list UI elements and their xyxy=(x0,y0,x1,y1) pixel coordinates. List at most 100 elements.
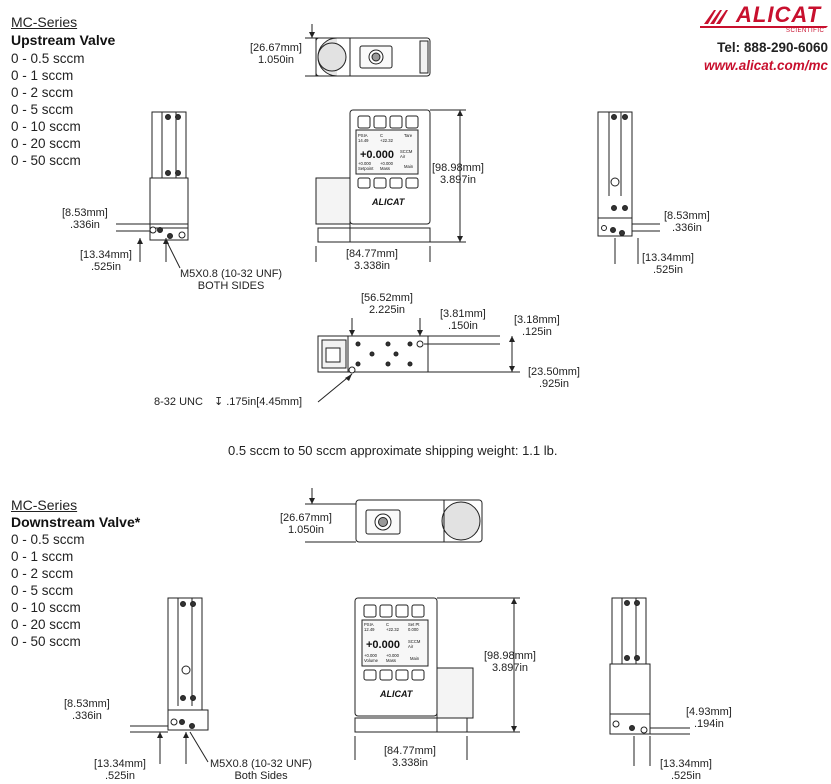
dim-in: .125in xyxy=(521,326,552,338)
dim-left-depth: [13.34mm] .525in xyxy=(80,249,132,273)
dim-mm: [56.52mm] xyxy=(361,292,413,304)
dim-mm: [3.18mm] xyxy=(514,314,560,326)
dim-mm: [26.67mm] xyxy=(280,512,332,524)
lcd-value: +22.32 xyxy=(386,627,400,632)
dim-in: .525in xyxy=(90,261,121,273)
website-link[interactable]: www.alicat.com/mc xyxy=(703,58,828,73)
dim-bottom-hole: [3.81mm] .150in xyxy=(440,308,486,332)
lcd-unit: SCCM xyxy=(408,639,421,644)
depth-symbol-icon: ↧ xyxy=(213,396,224,408)
dim-in: .336in xyxy=(671,222,702,234)
ds-dim-width: [84.77mm] 3.338in xyxy=(384,745,436,769)
downstream-series-title: MC-Series xyxy=(11,497,78,513)
lcd-value: +0.000 xyxy=(380,161,394,166)
range-item: 0 - 20 sccm xyxy=(11,136,81,151)
lcd-label: PSIA xyxy=(358,133,368,138)
ds-dim-left-port: [8.53mm] .336in xyxy=(64,698,110,722)
dim-mm: [8.53mm] xyxy=(64,698,110,710)
dim-mm: [84.77mm] xyxy=(346,248,398,260)
dim-mm: [13.34mm] xyxy=(80,249,132,261)
dim-mm: [98.98mm] xyxy=(484,650,536,662)
dim-top-height: [26.67mm] 1.050in xyxy=(250,42,302,66)
upstream-valve-title: Upstream Valve xyxy=(11,32,116,48)
dim-mm: [4.93mm] xyxy=(686,706,732,718)
lcd-value: 12.49 xyxy=(364,627,375,632)
dim-mm: [26.67mm] xyxy=(250,42,302,54)
dim-mm: [13.34mm] xyxy=(642,252,694,264)
ds-dim-left-depth: [13.34mm] .525in xyxy=(94,758,146,782)
thread-callout: M5X0.8 (10-32 UNF) BOTH SIDES xyxy=(180,268,282,292)
mount-depth: .175in[4.45mm] xyxy=(226,396,303,408)
lcd-value: +0.000 xyxy=(386,653,400,658)
dim-height: [98.98mm] 3.897in xyxy=(432,162,484,186)
lcd-value: 0.000 xyxy=(408,627,419,632)
range-item: 0 - 0.5 sccm xyxy=(11,532,85,547)
dim-in: .525in xyxy=(652,264,683,276)
lcd-main-reading: +0.000 xyxy=(366,639,400,651)
dim-mm: [8.53mm] xyxy=(62,207,108,219)
range-item: 0 - 50 sccm xyxy=(11,634,81,649)
lcd-label: Mass xyxy=(380,166,390,171)
range-item: 0 - 50 sccm xyxy=(11,153,81,168)
downstream-valve-title: Downstream Valve* xyxy=(11,514,141,530)
lcd-unit: SCCM xyxy=(400,149,413,154)
upstream-range-list: 0 - 0.5 sccm 0 - 1 sccm 0 - 2 sccm 0 - 5… xyxy=(11,50,85,169)
range-item: 0 - 20 sccm xyxy=(11,617,81,632)
range-item: 0 - 10 sccm xyxy=(11,600,81,615)
lcd-main-reading: +0.000 xyxy=(360,149,394,161)
dim-mm: [23.50mm] xyxy=(528,366,580,378)
range-item: 0 - 2 sccm xyxy=(11,85,74,100)
alicat-logo-mark xyxy=(700,10,828,28)
dim-width: [84.77mm] 3.338in xyxy=(346,248,398,272)
dim-bottom-edge: [3.18mm] .125in xyxy=(514,314,560,338)
dim-in: .525in xyxy=(104,770,135,782)
range-item: 0 - 5 sccm xyxy=(11,102,74,117)
dim-in: 3.897in xyxy=(439,174,477,186)
downstream-drawing: PSIA 12.49 C +22.32 Set Pt 0.000 +0.000 … xyxy=(130,488,690,766)
dim-mm: [3.81mm] xyxy=(440,308,486,320)
range-item: 0 - 5 sccm xyxy=(11,583,74,598)
upstream-series-title: MC-Series xyxy=(11,14,78,30)
mount-thread-callout: 8-32 UNC ↧ .175in[4.45mm] xyxy=(154,396,302,408)
thread-spec: M5X0.8 (10-32 UNF) xyxy=(210,758,313,770)
range-item: 0 - 1 sccm xyxy=(11,549,74,564)
dim-in: 3.338in xyxy=(353,260,391,272)
alicat-logo xyxy=(700,4,828,39)
ds-dim-top-height: [26.67mm] 1.050in xyxy=(280,512,332,536)
mount-thread: 8-32 UNC xyxy=(154,396,203,408)
lcd-gas: Air xyxy=(408,644,414,649)
lcd-label: C xyxy=(380,133,383,138)
lcd-value: 14.49 xyxy=(358,138,369,143)
dim-in: .525in xyxy=(670,770,701,782)
upstream-drawing: PSIA 14.49 C +22.32 Tare +0.000 Setpoint… xyxy=(116,24,660,403)
dim-bottom-span: [56.52mm] 2.225in xyxy=(361,292,413,316)
ds-dim-right-depth: [13.34mm] .525in xyxy=(660,758,712,782)
lcd-value: +0.000 xyxy=(358,161,372,166)
brand-name: ALICAT xyxy=(736,2,822,27)
range-item: 0 - 1 sccm xyxy=(11,68,74,83)
thread-spec: M5X0.8 (10-32 UNF) xyxy=(180,268,283,280)
dim-bottom-depth: [23.50mm] .925in xyxy=(528,366,580,390)
lcd-label: Main xyxy=(410,656,420,661)
dim-in: .336in xyxy=(69,219,100,231)
thread-sides: Both Sides xyxy=(234,770,288,782)
dim-in: 1.050in xyxy=(257,54,295,66)
shipping-weight-note: 0.5 sccm to 50 sccm approximate shipping… xyxy=(228,443,558,458)
lcd-label: Mass xyxy=(386,658,396,663)
dim-mm: [98.98mm] xyxy=(432,162,484,174)
lcd-value: +0.000 xyxy=(364,653,378,658)
dim-left-port: [8.53mm] .336in xyxy=(62,207,108,231)
dim-in: .194in xyxy=(693,718,724,730)
dim-in: .150in xyxy=(447,320,478,332)
lcd-label: Tare xyxy=(404,133,413,138)
lcd-label: Main xyxy=(404,164,414,169)
dim-in: .336in xyxy=(71,710,102,722)
dim-in: 3.897in xyxy=(491,662,529,674)
ds-dim-right-port: [4.93mm] .194in xyxy=(686,706,732,730)
dim-mm: [84.77mm] xyxy=(384,745,436,757)
lcd-label: Volume xyxy=(364,658,379,663)
device-logo: ALICAT xyxy=(371,197,406,207)
range-item: 0 - 0.5 sccm xyxy=(11,51,85,66)
lcd-label: Setpoint xyxy=(358,166,374,171)
lcd-label: PSIA xyxy=(364,622,374,627)
